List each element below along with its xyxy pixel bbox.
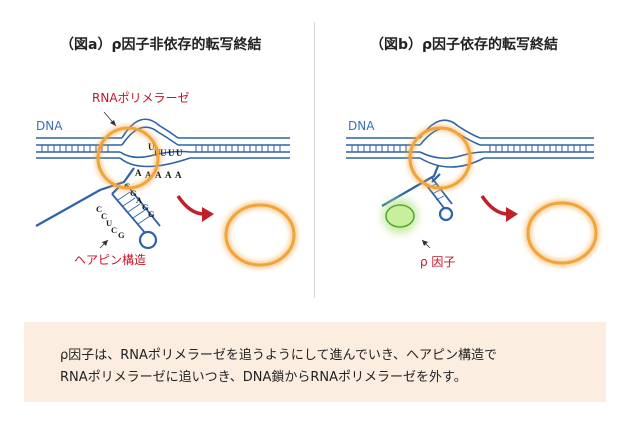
panel-a-diagram: U U U U U A A A A A C C U C bbox=[35, 91, 298, 269]
caption-line: RNAポリメラーゼに追いつき、DNA鎖からRNAポリメラーゼを外す。 bbox=[60, 370, 467, 385]
stem-base: G bbox=[148, 209, 155, 219]
dna-strands-a bbox=[36, 118, 290, 168]
hairpin-label: ヘアピン構造 bbox=[74, 253, 146, 267]
release-arrow-a bbox=[176, 195, 205, 216]
panel-divider bbox=[314, 22, 315, 298]
base-pair-ticks-b bbox=[351, 145, 587, 152]
caption-line: ρ因子は、RNAポリメラーゼを追うようにして進んでいき、ヘアピン構造で bbox=[60, 348, 497, 363]
panel-a-title: （図a）ρ因子非依存的転写終結 bbox=[60, 37, 262, 53]
panel-b-title: （図b）ρ因子依存的転写終結 bbox=[370, 37, 559, 53]
hairpin-stem-ticks bbox=[117, 191, 151, 225]
stem-base: C bbox=[101, 211, 107, 221]
stem-base: C bbox=[96, 204, 102, 214]
u-base: U bbox=[176, 148, 183, 158]
dna-label-a: DNA bbox=[36, 119, 63, 133]
panel-b-diagram: DNA ρ 因子 bbox=[346, 119, 600, 269]
pointer-head bbox=[422, 240, 428, 246]
pointer-head bbox=[102, 240, 108, 246]
a-base: A bbox=[145, 170, 152, 180]
released-polymerase-a bbox=[224, 203, 296, 267]
release-arrow-b bbox=[480, 195, 509, 216]
stem-base: C bbox=[111, 225, 117, 235]
rna-polymerase-ring-b bbox=[408, 126, 472, 190]
dna-label-b: DNA bbox=[348, 119, 375, 133]
a-base: A bbox=[165, 170, 172, 180]
released-polymerase-b bbox=[526, 201, 598, 265]
hairpin-structure bbox=[35, 167, 161, 250]
stem-base: G bbox=[118, 230, 125, 240]
a-base: A bbox=[175, 170, 182, 180]
rna-polymerase-label: RNAポリメラーゼ bbox=[92, 91, 190, 105]
pointer-head bbox=[110, 120, 116, 126]
rho-factor bbox=[385, 204, 415, 228]
caption-box: ρ因子は、RNAポリメラーゼを追うようにして進んでいき、ヘアピン構造で RNAポ… bbox=[24, 322, 606, 402]
base-pair-ticks-a bbox=[41, 145, 281, 152]
a-base: A bbox=[155, 170, 162, 180]
rho-factor-label: ρ 因子 bbox=[420, 255, 455, 269]
u-base: U bbox=[160, 148, 167, 158]
stem-base: G bbox=[130, 188, 137, 198]
termination-diagram: U U U U U A A A A A C C U C bbox=[35, 91, 600, 269]
u-base: U bbox=[168, 148, 175, 158]
rna-polymerase-ring-a bbox=[96, 126, 160, 190]
a-base: A bbox=[135, 168, 142, 178]
stem-base: U bbox=[106, 218, 112, 228]
release-arrowhead-a bbox=[202, 207, 214, 222]
u-base: U bbox=[148, 142, 155, 152]
stem-base: A bbox=[136, 195, 143, 205]
stem-base: G bbox=[142, 202, 149, 212]
release-arrowhead-b bbox=[506, 207, 518, 222]
